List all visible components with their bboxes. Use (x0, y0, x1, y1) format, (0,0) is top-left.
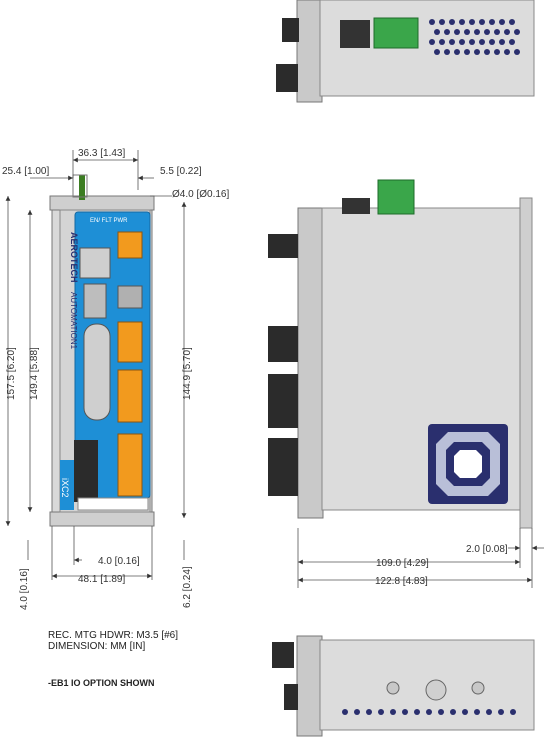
dim-base-width: 48.1 [1.89] (78, 574, 125, 585)
top-view (276, 0, 535, 103)
dim-body-height: 149.4 [5.88] (29, 347, 40, 400)
units-note: DIMENSION: MM [IN] (48, 641, 146, 652)
bottom-view (272, 635, 535, 737)
dim-right-vertical: 6.2 [0.24] (182, 566, 193, 608)
vent-holes-top (429, 19, 520, 55)
dim-side-flange: 2.0 [0.08] (466, 544, 508, 555)
dim-left-offset: 25.4 [1.00] (2, 166, 49, 177)
dim-left-vertical: 4.0 [0.16] (19, 568, 30, 610)
dim-top-width: 36.3 [1.43] (78, 148, 125, 159)
dim-mount-height: 144.9 [5.70] (182, 347, 193, 400)
product-line-label: AUTOMATION1 (69, 292, 78, 350)
dim-hole: Ø4.0 [Ø0.16] (172, 189, 229, 200)
dim-right-offset: 5.5 [0.22] (160, 166, 202, 177)
hardware-note: REC. MTG HDWR: M3.5 [#6] (48, 630, 179, 641)
option-note: -EB1 IO OPTION SHOWN (48, 678, 155, 688)
vent-holes-bottom (342, 709, 516, 715)
front-view (49, 174, 155, 527)
dim-side-total: 122.8 [4.83] (375, 576, 428, 587)
model-label: iXC2 (60, 478, 70, 498)
side-view (268, 179, 533, 529)
led-labels: EN/ FLT PWR (90, 218, 128, 224)
fan-grille (428, 424, 508, 504)
dimension-lines (5, 150, 544, 588)
dim-side-depth: 109.0 [4.29] (376, 558, 429, 569)
dim-overall-height: 157.5 [6.20] (6, 347, 17, 400)
brand-label: AEROTECH (69, 232, 79, 283)
dim-bottom-small: 4.0 [0.16] (98, 556, 140, 567)
